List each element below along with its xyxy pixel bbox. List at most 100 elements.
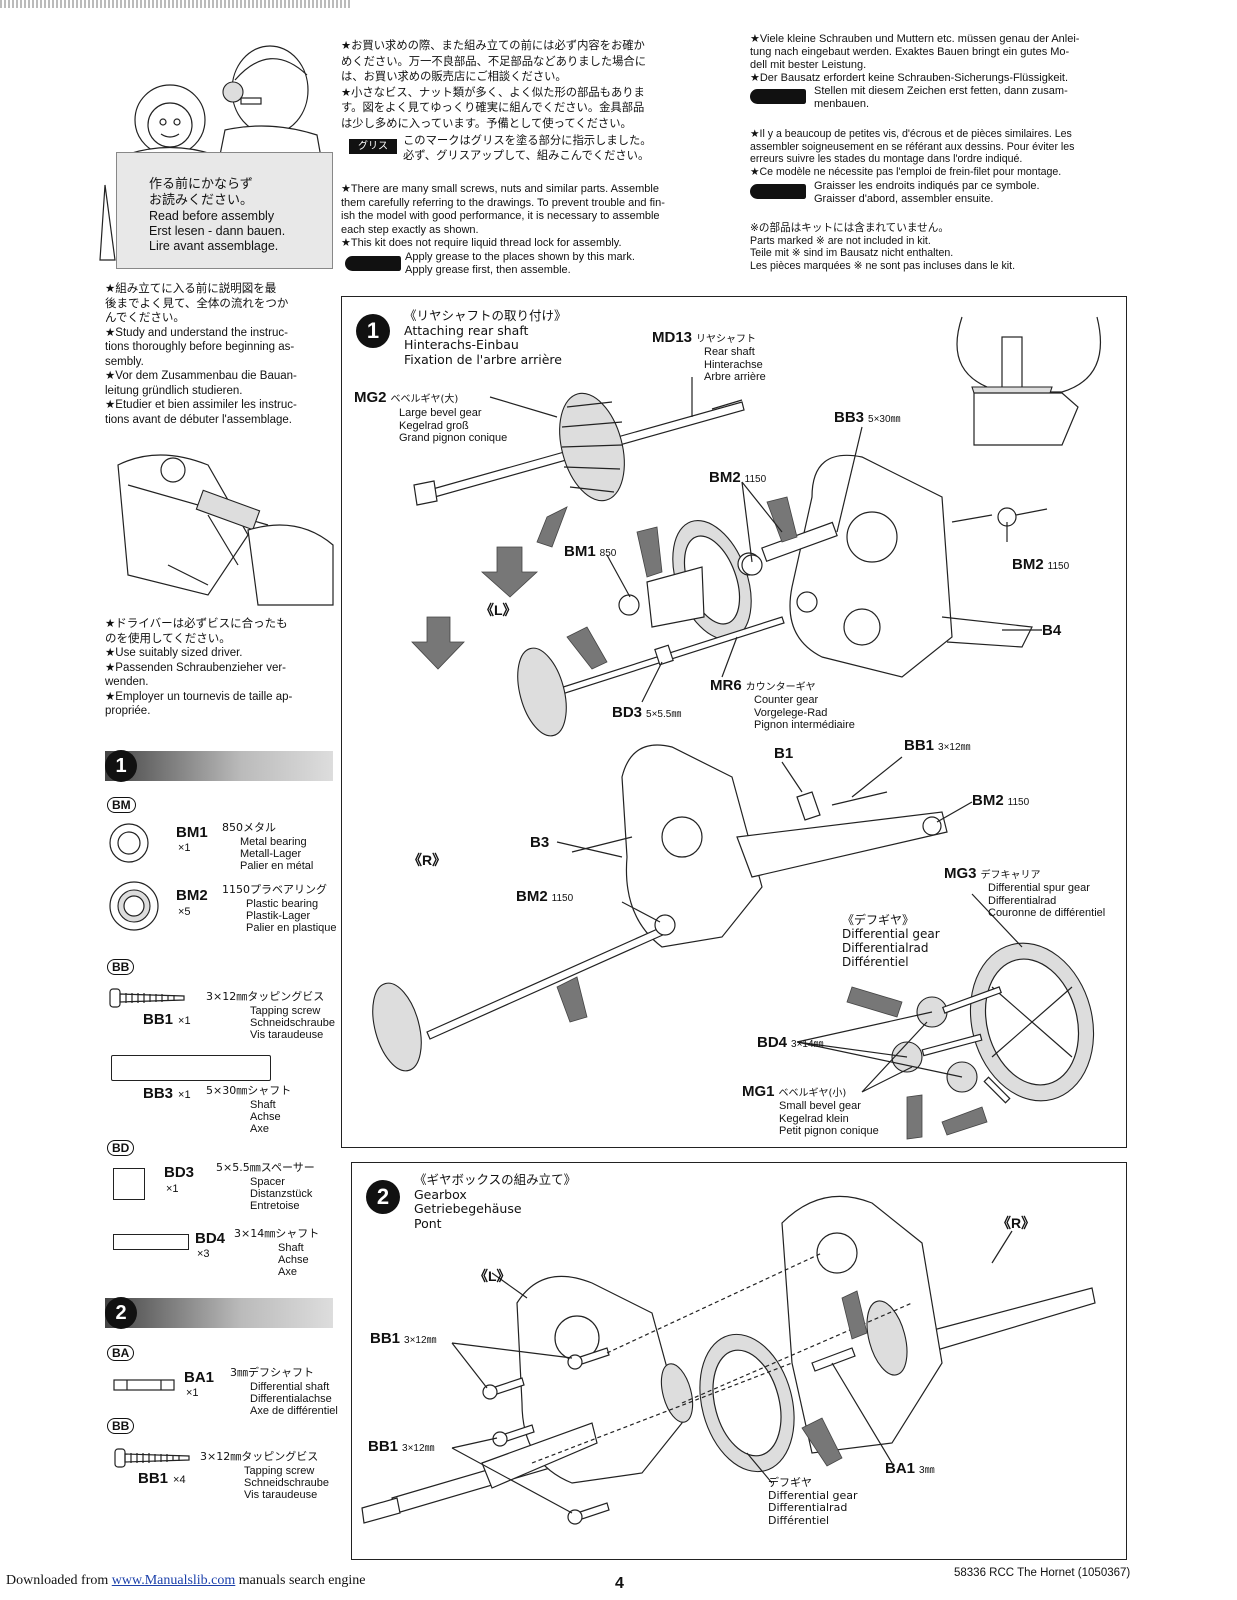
part-ba1-desc: Differential shaft Differentialachse Axe… [250,1381,338,1417]
part-bb3-code-text: BB3 [143,1085,174,1102]
part-bb1-code: BB1 ×1 [143,1011,191,1028]
part-bm1-desc: Metal bearing Metall-Lager Palier en mét… [240,836,314,872]
grease-de-text: Stellen mit diesem Zeichen erst fetten, … [814,85,1068,110]
label-mg3-jp: デフキャリア [980,870,1041,881]
intro-de-text: ★Viele kleine Schrauben und Muttern etc.… [750,33,1080,84]
part-bm1-qty: ×1 [178,842,191,854]
label-bb1-lower-code: BB1 [368,1438,399,1455]
footer-suffix-text: manuals search engine [238,1573,366,1588]
label-mg2-jp: ベベルギヤ(大) [390,394,459,405]
part-bd3-code: BD3 [164,1164,195,1181]
label-mg3-desc: Differential spur gear Differentialrad C… [988,882,1106,919]
label-diff-gear-step2: デフギヤ Differential gear Differentialrad D… [768,1476,858,1527]
label-r-side-step2: 《R》 [997,1215,1036,1231]
grease-icon [345,256,401,271]
bag-bm: BM [107,797,136,813]
tapping-screw-icon [109,988,185,1008]
label-bb1-lower-size: 3×12㎜ [402,1443,435,1454]
label-bb3-size: 5×30㎜ [868,414,901,425]
label-mg3-code: MG3 [944,865,977,882]
step1-number: 1 [356,314,390,348]
footer-download: Downloaded from www.Manualslib.com manua… [6,1573,366,1589]
label-ba1-size: 3㎜ [919,1465,935,1476]
part-bd4-code: BD4 [195,1230,226,1247]
label-mr6-code: MR6 [710,677,742,694]
part-bd3-jp: 5×5.5㎜スペーサー [216,1161,315,1174]
part-bb1-desc: Tapping screw Schneidschraube Vis taraud… [250,1005,336,1041]
label-bm2-c-size: 1150 [1007,797,1030,808]
label-bm2-d-size: 1150 [551,893,574,904]
label-bd4-code: BD4 [757,1034,788,1051]
intro-fr-text: ★Il y a beaucoup de petites vis, d'écrou… [750,128,1075,178]
label-mg1-jp: ベベルギヤ(小) [778,1088,847,1099]
part-bm1-jp: 850メタル [222,821,276,834]
manualslib-link[interactable]: www.Manualslib.com [111,1573,236,1588]
part-bm2-code: BM2 [176,887,208,904]
bearing-plastic-icon [109,881,159,931]
grease-en-text: Apply grease to the places shown by this… [405,251,635,276]
part-bm1-code: BM1 [176,824,208,841]
label-r-side: 《R》 [408,852,447,868]
step2-title: 《ギヤボックスの組み立て》 Gearbox Getriebegehäuse Po… [414,1172,577,1231]
part-bb1b-qty: ×4 [173,1474,186,1486]
label-mr6-desc: Counter gear Vorgelege-Rad Pignon interm… [754,694,855,731]
label-bb1-code: BB1 [904,737,935,754]
label-b1: B1 [774,745,794,762]
bearing-metal-icon [109,823,149,863]
bag-ba: BA [107,1345,135,1361]
part-bb3-qty: ×1 [178,1089,191,1101]
part-bd4-desc: Shaft Achse Axe [278,1242,309,1278]
part-bm2-jp: 1150プラベアリング [222,883,327,896]
part-bb1-code-text: BB1 [143,1011,174,1028]
label-diff-gear: 《デフギヤ》 Differential gear Differentialrad… [842,913,940,969]
part-bb1b-jp: 3×12㎜タッピングビス [200,1450,319,1463]
part-bm2-qty: ×5 [178,906,191,918]
part-ba1-qty: ×1 [186,1387,199,1399]
label-bd3-size: 5×5.5㎜ [646,709,682,720]
label-l-side: 《L》 [480,602,517,618]
label-md13-jp: リヤシャフト [696,334,757,345]
label-bm2-a-code: BM2 [709,469,741,486]
label-bm2-b-size: 1150 [1047,561,1070,572]
parts-note: ※の部品はキットには含まれていません。 Parts marked ※ are n… [750,222,1016,272]
label-bb1-size: 3×12㎜ [938,742,971,753]
bag-bb-step2: BB [107,1418,135,1434]
step1-frame: 1 《リヤシャフトの取り付け》 Attaching rear shaft Hin… [341,296,1127,1148]
label-ba1-code: BA1 [885,1460,916,1477]
label-mg2-code: MG2 [354,389,387,406]
label-bd4-size: 3×14㎜ [791,1039,824,1050]
part-bb1-qty: ×1 [178,1015,191,1027]
intro-en-text: ★There are many small screws, nuts and s… [341,183,665,249]
grease-jp-text: このマークはグリスを塗る部分に指示しました。 必ず、グリスアップして、組みこんで… [403,134,652,162]
step2-frame: 2 《ギヤボックスの組み立て》 Gearbox Getriebegehäuse … [351,1162,1127,1560]
grease-jp-mark: グリス [349,139,397,154]
parts-bar-step1: 1 [105,750,333,782]
label-md13-code: MD13 [652,329,693,346]
shaft-bd4-icon [113,1234,189,1250]
label-bb1-upper-code: BB1 [370,1330,401,1347]
label-md13-desc: Rear shaft Hinterachse Arbre arrière [704,346,766,383]
part-bd4-qty: ×3 [197,1248,210,1260]
step1-bar-number: 1 [105,750,137,782]
step2-bar-number: 2 [105,1297,137,1329]
part-bb3-jp: 5×30㎜シャフト [206,1084,292,1097]
part-bb1-jp: 3×12㎜タッピングビス [206,990,325,1003]
sign-en: Read before assembly Erst lesen - dann b… [149,209,286,253]
tapping-screw-icon [114,1448,190,1468]
sign-jp: 作る前にかならず お読みください。 [149,177,254,208]
diff-shaft-icon [113,1379,175,1391]
part-ba1-code: BA1 [184,1369,215,1386]
grease-icon [750,184,806,199]
intro-jp-text: ★お買い求めの際、また組み立ての前には必ず内容をお確か めください。万一不良部品… [341,39,647,130]
label-bm2-d-code: BM2 [516,888,548,905]
